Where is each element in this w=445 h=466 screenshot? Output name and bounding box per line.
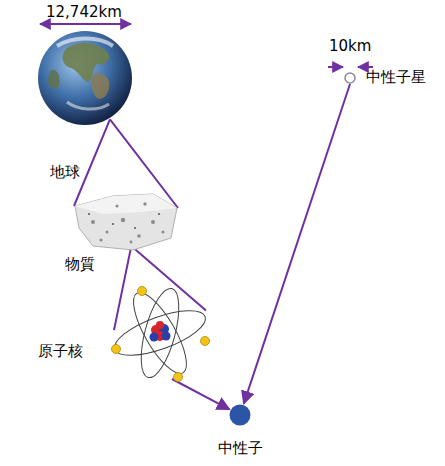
node-label: 中性子 [218,439,263,457]
width-arrow-right [358,66,373,68]
node-illustration [229,404,251,426]
matter-node: 物質 [73,192,179,252]
node-illustration [344,72,356,84]
zoom-lines [74,119,178,208]
zoom-lines [114,246,206,330]
neutron-node: 中性子 [229,404,251,426]
width-arrow-left [328,66,343,68]
node-illustration [110,285,210,383]
node-label: 原子核 [38,342,83,360]
atom-node: 原子核 [110,285,210,383]
dimension-label: 10km [329,37,371,55]
connector-arrow [172,379,229,409]
earth-node: 地球 [37,30,133,126]
connector-arrow [244,84,350,404]
diameter-arrow [40,23,131,25]
neutron-star-node: 中性子星 [344,72,356,84]
node-illustration [73,192,179,252]
node-illustration [37,30,133,126]
node-label: 地球 [50,163,80,181]
node-label: 中性子星 [366,68,426,86]
node-label: 物質 [65,255,95,273]
dimension-label: 12,742km [46,3,122,21]
